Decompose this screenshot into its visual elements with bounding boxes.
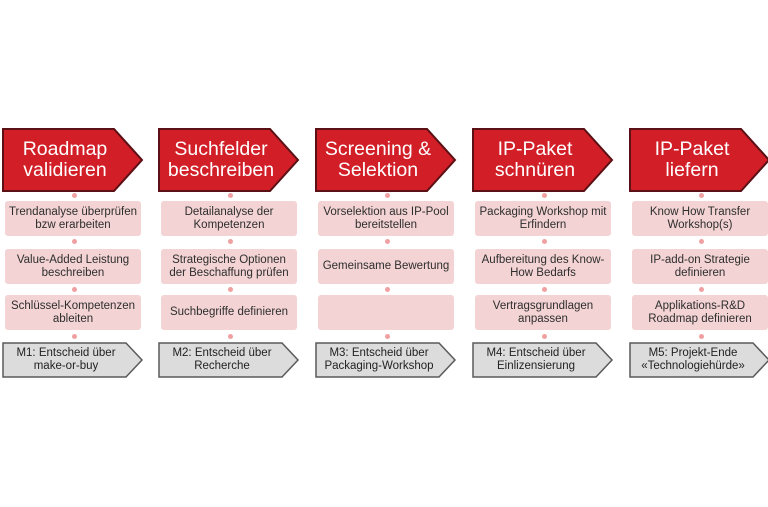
milestone-arrow: M1: Entscheid über make-or-buy xyxy=(2,342,144,378)
connector-dot xyxy=(699,287,704,292)
phase-title: IP-Paket schnüren xyxy=(494,138,576,181)
connector-dot xyxy=(228,334,233,339)
task-box: Trendanalyse überprüfen bzw erarbeiten xyxy=(5,201,141,236)
phase-arrow-shape xyxy=(629,128,768,192)
milestone-arrow-shape xyxy=(158,342,300,378)
task-box: Schlüssel-Kompetenzen ableiten xyxy=(5,295,141,330)
task-box: Vorselektion aus IP-Pool bereitstellen xyxy=(318,201,454,236)
phase-arrow: Screening & Selektion xyxy=(315,128,457,192)
milestone-label: M5: Projekt-Ende «Technologiehürde» xyxy=(641,347,745,372)
task-box: Packaging Workshop mit Erfindern xyxy=(475,201,611,236)
milestone-arrow: M5: Projekt-Ende «Technologiehürde» xyxy=(629,342,768,378)
phase-arrow: IP-Paket liefern xyxy=(629,128,768,192)
task-box: IP-add-on Strategie definieren xyxy=(632,249,768,284)
task-box: Vertragsgrundlagen anpassen xyxy=(475,295,611,330)
milestone-arrow-shape xyxy=(2,342,144,378)
milestone-arrow-shape xyxy=(315,342,457,378)
connector-dot xyxy=(72,193,77,198)
connector-dot xyxy=(699,193,704,198)
milestone-arrow-shape xyxy=(629,342,768,378)
task-box: Aufbereitung des Know- How Bedarfs xyxy=(475,249,611,284)
phase-arrow: Suchfelder beschreiben xyxy=(158,128,300,192)
connector-dot xyxy=(72,239,77,244)
task-box: Suchbegriffe definieren xyxy=(161,295,297,330)
connector-dot xyxy=(699,239,704,244)
phase-title: Suchfelder beschreiben xyxy=(167,138,275,181)
phase-arrow-shape xyxy=(315,128,457,192)
connector-dot xyxy=(542,239,547,244)
phase-title: Screening & Selektion xyxy=(324,138,432,181)
milestone-label: M1: Entscheid über make-or-buy xyxy=(16,347,116,372)
task-box: Know How Transfer Workshop(s) xyxy=(632,201,768,236)
task-box xyxy=(318,295,454,330)
task-box: Applikations-R&D Roadmap definieren xyxy=(632,295,768,330)
connector-dot xyxy=(699,334,704,339)
phase-arrow-shape xyxy=(2,128,144,192)
connector-dot xyxy=(385,334,390,339)
phase-arrow: IP-Paket schnüren xyxy=(472,128,614,192)
phase-arrow-shape xyxy=(472,128,614,192)
connector-dot xyxy=(385,193,390,198)
milestone-label: M3: Entscheid über Packaging-Workshop xyxy=(324,347,434,372)
milestone-arrow-shape xyxy=(472,342,614,378)
task-box: Gemeinsame Bewertung xyxy=(318,249,454,284)
connector-dot xyxy=(228,239,233,244)
connector-dot xyxy=(542,334,547,339)
connector-dot xyxy=(228,287,233,292)
milestone-arrow: M4: Entscheid über Einlizensierung xyxy=(472,342,614,378)
phase-title: Roadmap validieren xyxy=(22,138,108,181)
milestone-label: M4: Entscheid über Einlizensierung xyxy=(486,347,586,372)
connector-dot xyxy=(385,287,390,292)
milestone-arrow: M3: Entscheid über Packaging-Workshop xyxy=(315,342,457,378)
phase-arrow-shape xyxy=(158,128,300,192)
milestone-arrow: M2: Entscheid über Recherche xyxy=(158,342,300,378)
connector-dot xyxy=(542,193,547,198)
phase-title: IP-Paket liefern xyxy=(654,138,730,181)
connector-dot xyxy=(542,287,547,292)
connector-dot xyxy=(228,193,233,198)
phase-arrow: Roadmap validieren xyxy=(2,128,144,192)
task-box: Value-Added Leistung beschreiben xyxy=(5,249,141,284)
task-box: Detailanalyse der Kompetenzen xyxy=(161,201,297,236)
milestone-label: M2: Entscheid über Recherche xyxy=(172,347,272,372)
connector-dot xyxy=(385,239,390,244)
task-box: Strategische Optionen der Beschaffung pr… xyxy=(161,249,297,284)
connector-dot xyxy=(72,334,77,339)
connector-dot xyxy=(72,287,77,292)
